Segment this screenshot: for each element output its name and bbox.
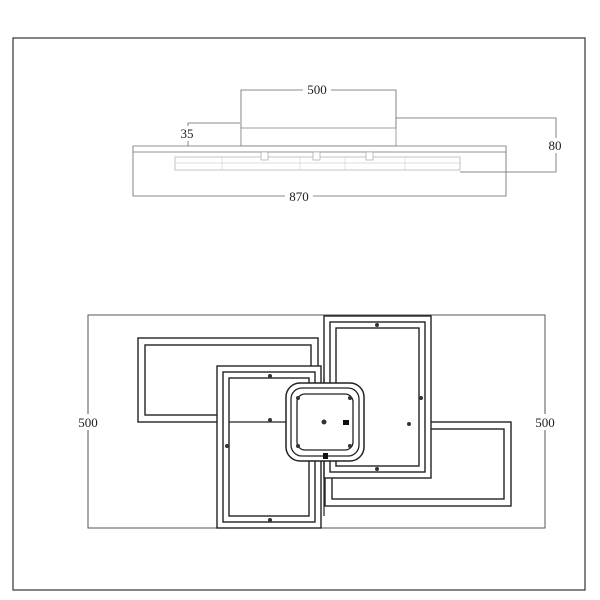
connector-right — [365, 151, 374, 161]
center-square-inner — [296, 393, 354, 451]
center-hub — [321, 419, 327, 425]
dim-line-870 — [132, 146, 507, 197]
side-view: 500 35 80 870 — [132, 82, 566, 204]
screw-left-mid — [268, 418, 272, 422]
drawing-border — [12, 37, 586, 591]
dim-label-500-right: 500 — [535, 415, 555, 430]
dim-label-870: 870 — [289, 189, 309, 204]
screw-right-upper — [419, 396, 423, 400]
screw-top — [375, 323, 379, 327]
fixture-body-top — [132, 145, 507, 153]
mounting-plate — [240, 127, 397, 147]
screw-connector-right — [407, 422, 411, 426]
top-view: 500 500 — [74, 314, 561, 529]
screw-inner-bottom-right — [348, 444, 352, 448]
screw-bottom — [268, 518, 272, 522]
dim-label-500-left: 500 — [78, 415, 98, 430]
dim-label-500-top: 500 — [307, 82, 327, 97]
screw-left-top — [268, 374, 272, 378]
connector-left — [260, 151, 269, 161]
connector-middle — [312, 151, 321, 161]
dim-label-80: 80 — [549, 138, 562, 153]
connector-block-bottom — [323, 453, 328, 459]
screw-inner-bottom-left — [296, 444, 300, 448]
screw-inner-top-right — [348, 396, 352, 400]
screw-inner-top-left — [296, 396, 300, 400]
connector-block-right — [343, 420, 349, 425]
dim-label-35: 35 — [181, 126, 194, 141]
screw-right-bottom — [375, 467, 379, 471]
screw-left-side — [225, 444, 229, 448]
